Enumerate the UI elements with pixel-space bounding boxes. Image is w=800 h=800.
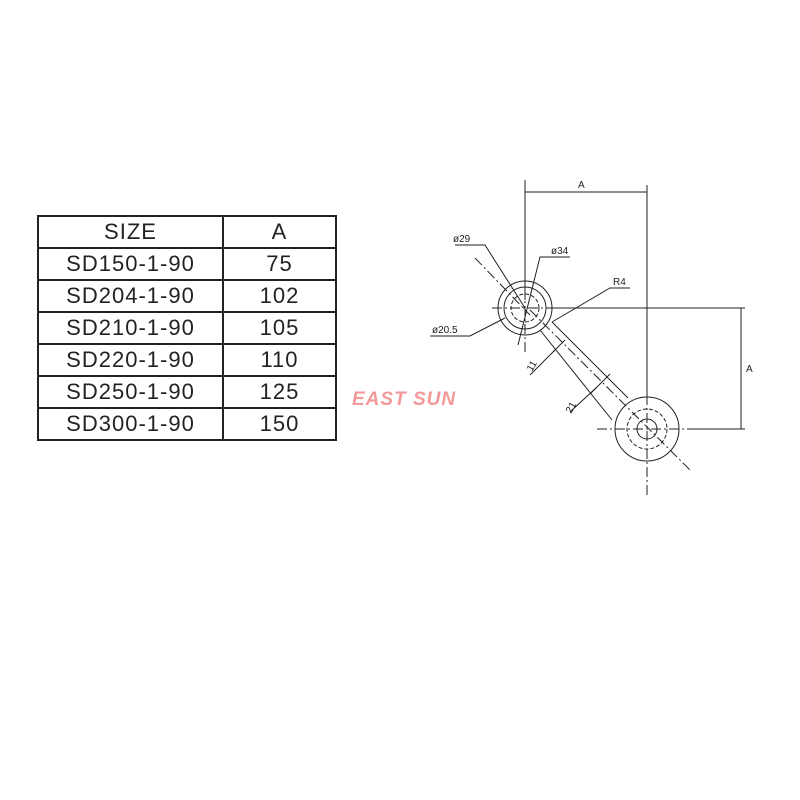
cell-a: 125 xyxy=(222,375,337,409)
dim-right-label: A xyxy=(746,364,753,375)
bottom-boss xyxy=(597,395,690,495)
table-header-row: SIZE A xyxy=(37,215,337,249)
watermark: EAST SUN xyxy=(352,389,457,410)
dimension-right: A xyxy=(552,307,753,430)
cell-size: SD210-1-90 xyxy=(37,311,224,345)
cell-size: SD300-1-90 xyxy=(37,407,224,441)
label-d20-5: ø20.5 xyxy=(432,325,458,336)
cell-a: 102 xyxy=(222,279,337,313)
header-size: SIZE xyxy=(37,215,224,249)
cell-a: 105 xyxy=(222,311,337,345)
header-a: A xyxy=(222,215,337,249)
cell-a: 75 xyxy=(222,247,337,281)
dimension-top: A xyxy=(524,180,648,405)
dim-top-label: A xyxy=(578,180,585,191)
label-d34: ø34 xyxy=(551,246,569,257)
cell-a: 150 xyxy=(222,407,337,441)
label-r4: R4 xyxy=(613,277,626,288)
cell-size: SD220-1-90 xyxy=(37,343,224,377)
label-11: 11 xyxy=(525,359,540,374)
label-d29: ø29 xyxy=(453,234,471,245)
cell-size: SD250-1-90 xyxy=(37,375,224,409)
top-boss xyxy=(474,257,560,355)
cell-size: SD204-1-90 xyxy=(37,279,224,313)
cell-size: SD150-1-90 xyxy=(37,247,224,281)
cell-a: 110 xyxy=(222,343,337,377)
arm xyxy=(529,309,691,471)
label-21: 21 xyxy=(564,400,579,416)
leaders: ø29 ø34 R4 ø20.5 11 21 xyxy=(430,234,630,416)
